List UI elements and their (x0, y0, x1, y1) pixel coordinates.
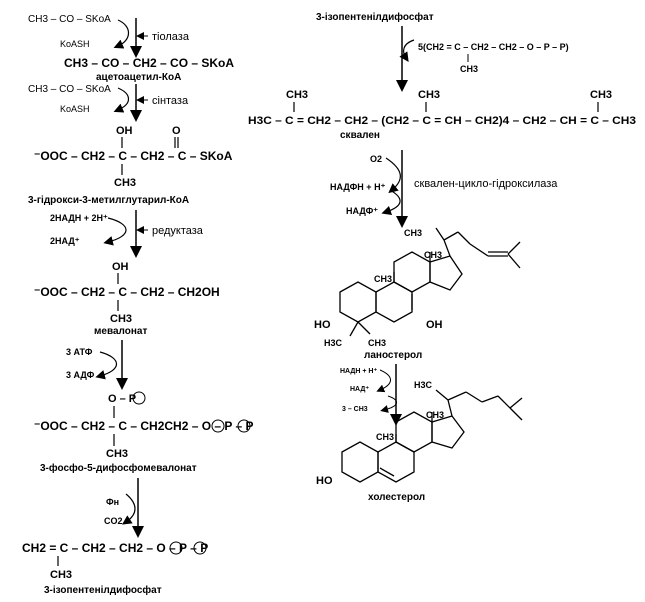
pp-top: O – P (108, 393, 136, 405)
squalene-ch3-c: CH3 (590, 89, 612, 101)
chol-ch3-2: CH3 (376, 432, 394, 442)
nad-out: 2НАД⁺ (50, 236, 80, 246)
acetoacetyl-coa: CH3 – CO – CH2 – CO – SKoA (64, 56, 234, 70)
dmapp-curve (399, 39, 415, 62)
nadh-in: 2НАДН + 2Н⁺ (50, 213, 108, 223)
squalene-ch3-b: CH3 (418, 89, 440, 101)
ch3x3: 3 – CH3 (342, 406, 368, 413)
mevalonate-name: мевалонат (94, 326, 147, 337)
hmg-name: 3-гідрокси-3-метилглутарил-КоА (28, 195, 189, 206)
squalene: H3C – C = CH2 – CH2 – (CH2 – C = CH – CH… (248, 115, 636, 127)
ipp-phosphate-1 (169, 541, 183, 555)
adp: 3 АДФ (66, 370, 95, 380)
nad-2: НАД⁺ (350, 386, 369, 393)
coash-2: KoASH (60, 104, 90, 114)
decarb-curve (122, 493, 136, 525)
dmapp: 5(CH2 = C – CH2 – CH2 – O – P – P) (418, 42, 569, 52)
ppmev: ⁻OOC – CH2 – C – CH2CH2 – O – P – P (34, 419, 254, 433)
demethyl-curve-2 (380, 395, 397, 413)
pi: Фн (106, 497, 119, 507)
phosphate-circle-2 (237, 419, 251, 433)
squalene-ch3-a: CH3 (286, 89, 308, 101)
nadh-2: НАДН + Н⁺ (340, 368, 377, 375)
chol-ch3-1: CH3 (426, 410, 444, 420)
ppmev-name: 3-фосфо-5-дифосфомевалонат (40, 462, 197, 474)
nadph: НАДФН + Н⁺ (330, 182, 386, 192)
acetyl-coa-1: CH3 – CO – SKoA (28, 14, 111, 25)
hmg-ch3: CH3 (114, 177, 136, 189)
enzyme-synthase: сінтаза (152, 95, 189, 107)
phosphate-circle-1 (211, 419, 225, 433)
ipp-ch3: CH3 (50, 569, 72, 581)
squalene-name: сквален (340, 130, 380, 141)
ipp-phosphate-2 (193, 541, 207, 555)
thiolase-curve (113, 19, 130, 49)
lanosterol-structure (339, 227, 521, 337)
o2: O2 (370, 154, 382, 164)
lano-ho: HO (314, 319, 331, 331)
reductase-curve (103, 217, 127, 246)
chol-ho: HO (316, 475, 333, 487)
nadp: НАДФ⁺ (346, 206, 378, 216)
kinase-curve (95, 351, 118, 380)
lanosterol-name: ланостерол (364, 350, 422, 361)
coash-1: KoASH (60, 39, 90, 49)
acetoacetyl-name: ацетоацетил-КоА (96, 72, 181, 83)
ipp: CH2 = C – CH2 – CH2 – O – P – P (22, 541, 208, 555)
lano-ch3-1: CH3 (404, 228, 422, 238)
hmg-coa: ⁻OOC – CH2 – C – CH2 – C – SKoA (34, 149, 233, 163)
synthase-curve (113, 87, 130, 113)
mevalonate: ⁻OOC – CH2 – C – CH2 – CH2OH (34, 285, 220, 299)
mev-ch3: CH3 (110, 313, 132, 325)
co2: CO2 (104, 516, 123, 526)
hmg-o: O (172, 125, 181, 137)
lano-ch3-4: CH3 (368, 338, 386, 348)
chol-h3c: H3C (414, 380, 433, 390)
ipp-title: 3-ізопентенілдифосфат (316, 11, 434, 23)
acetyl-coa-3: CH3 – CO – SKoA (28, 84, 111, 95)
cyclase-curve (385, 157, 401, 194)
mev-oh: OH (112, 261, 129, 273)
lano-oh: OH (426, 319, 443, 331)
lano-h3c: H3C (324, 338, 343, 348)
ipp-name: 3-ізопентенілдифосфат (44, 584, 162, 596)
lano-ch3-2: CH3 (424, 250, 442, 260)
phosphate-circle-top (132, 391, 146, 405)
atp: 3 АТФ (66, 347, 93, 357)
cholesterol-structure (341, 389, 523, 483)
ppmev-ch3: CH3 (106, 448, 128, 460)
cyclase-curve-2 (381, 189, 401, 216)
dmapp-ch3: CH3 (460, 64, 478, 74)
lano-ch3-3: CH3 (374, 274, 392, 284)
hmg-oh: OH (116, 125, 133, 137)
enzyme-cyclase: сквален-цикло-гідроксилаза (414, 178, 558, 190)
cholesterol-name: холестерол (368, 492, 425, 503)
demethyl-curve (376, 369, 391, 393)
enzyme-reductase: редуктаза (152, 225, 204, 237)
enzyme-thiolase: тіолаза (152, 31, 190, 43)
